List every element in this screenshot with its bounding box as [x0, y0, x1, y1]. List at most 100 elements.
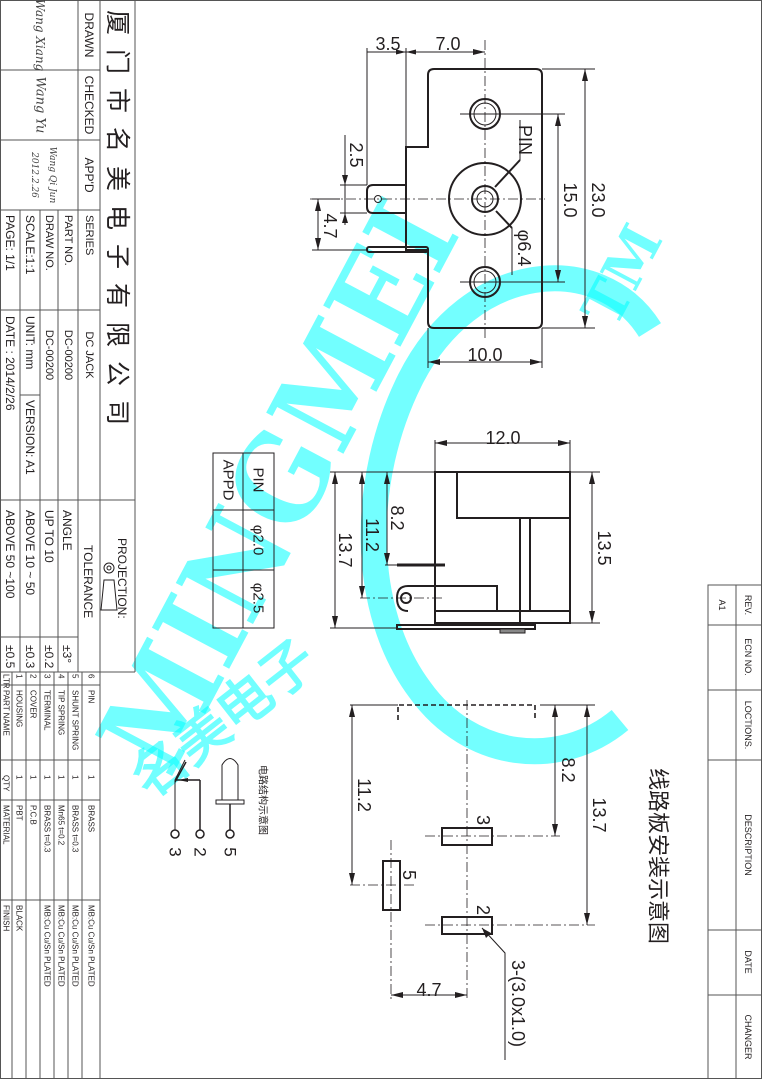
parts-cell: SHUNT SPRING [71, 690, 80, 750]
parts-cell: BRASS t=0.3 [43, 805, 52, 853]
parts-cell: 1 [43, 775, 52, 780]
parts-cell: 4 [57, 674, 66, 679]
pcb-dim-13-7: 13.7 [589, 797, 609, 832]
pcb-layout-drawing [349, 700, 595, 1060]
checked-label: CHECKED [82, 76, 96, 135]
approved-label: APP'D [82, 158, 96, 193]
parts-cell: 1 [15, 775, 24, 780]
parts-cell: TERMINAL [43, 690, 52, 731]
diameter-callout: φ6.4 [514, 230, 534, 267]
pin-label: PIN [250, 467, 267, 492]
parts-header: FINISH [2, 905, 11, 931]
pcb-layout-title: 线路板安装示意图 [646, 768, 671, 944]
checked-signature: Wang Yu [33, 77, 48, 134]
parts-header: LTR [2, 674, 11, 689]
draw-no-label: DRAW NO. [43, 215, 55, 271]
pin-size-table [212, 452, 275, 629]
parts-table-grid [0, 671, 101, 1079]
series-label: SERIES [83, 215, 95, 255]
parts-cell: PIN [87, 690, 96, 704]
parts-cell: BRASS [87, 805, 96, 832]
parts-cell: HOUSING [15, 690, 24, 727]
tolerance-angle-label: ANGLE [60, 510, 74, 551]
drawn-signature: Wang Xiang [33, 0, 47, 72]
tolerance-row-value: ±0.3 [23, 645, 37, 669]
dim-10-0: 10.0 [467, 345, 502, 365]
parts-cell: P.C.B [29, 805, 38, 825]
parts-header: PART NAME [2, 690, 11, 736]
title-block-grid [0, 0, 135, 672]
dim-23-0: 23.0 [588, 182, 608, 217]
parts-cell: 5 [71, 674, 80, 679]
schematic-pin-2: 2 [191, 847, 210, 856]
parts-cell: 1 [15, 674, 24, 679]
parts-cell: 1 [87, 775, 96, 780]
parts-cell: MB:Cu Cu/Sn PLATED [71, 905, 80, 987]
schematic-pin-5: 5 [221, 847, 240, 856]
revision-table-grid [707, 584, 762, 1079]
draw-no-value: DC-00200 [43, 330, 55, 380]
dim-13-5: 13.5 [594, 530, 614, 565]
date: DATE : 2014/2/26 [3, 316, 17, 411]
unit: UNIT: mm [23, 316, 37, 369]
scale: SCALE:1:1 [23, 215, 37, 275]
parts-cell: 6 [87, 674, 96, 679]
ecn-header: ECN NO. [743, 638, 753, 676]
pcb-dim-11-2: 11.2 [354, 778, 374, 812]
side-view-drawing [330, 440, 600, 634]
top-view-drawing [310, 40, 595, 368]
part-no-value: DC-00200 [62, 330, 74, 380]
pcb-hole-note: 3-(3.0x1.0) [508, 960, 528, 1047]
pcb-dim-8-2: 8.2 [558, 757, 578, 782]
locations-header: LOCTIONS. [743, 701, 753, 750]
dim-13-7: 13.7 [335, 532, 355, 567]
parts-cell: TIP SPRING [57, 690, 66, 735]
dim-12-0: 12.0 [485, 428, 520, 448]
dim-7-0: 7.0 [435, 34, 460, 54]
part-no-label: PART NO. [62, 215, 74, 266]
appd-diameter: φ2.5 [250, 583, 267, 614]
changer-header: CHANGER [743, 1014, 753, 1060]
rev-header: REV. [743, 595, 753, 615]
page-number: PAGE: 1/1 [3, 215, 17, 271]
version: VERSION: A1 [23, 400, 37, 475]
series-value: DC JACK [83, 331, 95, 379]
tolerance-row-label: ABOVE 10 ~ 50 [23, 510, 37, 595]
appd-label: APPD [220, 460, 237, 501]
parts-cell: Mn65 t=0.2 [57, 805, 66, 846]
rev-value: A1 [717, 599, 727, 610]
schematic-pin-3: 3 [166, 847, 185, 856]
dim-8-2: 8.2 [387, 505, 407, 530]
pin-diameter: φ2.0 [250, 525, 267, 556]
tolerance-label: TOLERANCE [81, 545, 95, 618]
pcb-dim-4-7: 4.7 [416, 980, 441, 1000]
dim-15-0: 15.0 [560, 182, 580, 217]
approved-date: 2012.2.26 [29, 151, 39, 198]
parts-header: MATERIAL [2, 805, 11, 845]
parts-cell: BLACK [15, 905, 24, 932]
tolerance-row-value: ±0.5 [3, 645, 17, 669]
dim-2-5: 2.5 [346, 142, 366, 167]
drawn-label: DRAWN [82, 13, 96, 58]
tolerance-row-value: ±0.2 [42, 645, 56, 669]
approved-signature: Wang Qi Jun [47, 147, 57, 204]
parts-cell: 1 [57, 775, 66, 780]
pcb-pin-2-label: 2 [473, 905, 493, 915]
tolerance-angle-value: ±3° [60, 645, 74, 663]
description-header: DESCRIPTION [743, 814, 753, 876]
schematic-title: 电路结构示意图 [257, 765, 270, 835]
dim-11-2: 11.2 [362, 518, 382, 552]
pin-callout: PIN [515, 125, 535, 155]
pcb-pin-5-label: 5 [399, 870, 419, 880]
dim-4-7: 4.7 [320, 213, 340, 238]
parts-cell: 1 [71, 775, 80, 780]
parts-cell: MB:Cu Cu/Sn PLATED [43, 905, 52, 987]
projection-label: PROJECTION: [115, 538, 129, 619]
parts-cell: COVER [29, 690, 38, 719]
pcb-pin-3-label: 3 [473, 815, 493, 825]
projection-symbol-icon [100, 562, 118, 611]
circuit-schematic [170, 758, 245, 839]
parts-cell: 1 [29, 775, 38, 780]
date-header: DATE [743, 950, 753, 973]
